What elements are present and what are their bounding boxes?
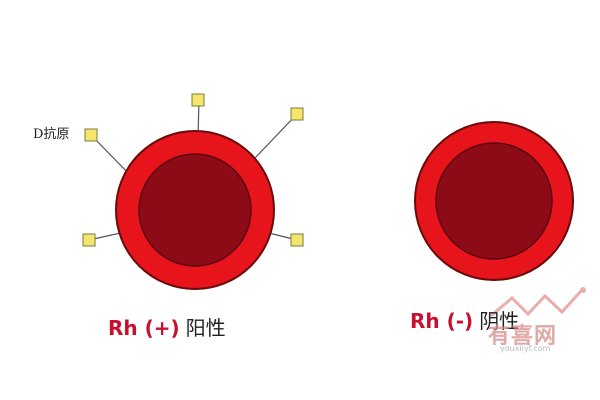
d-antigen bbox=[290, 107, 304, 121]
watermark-url: youxiiyf.com bbox=[500, 344, 551, 353]
d-antigen bbox=[84, 128, 98, 142]
d-antigen bbox=[191, 93, 205, 107]
rh-negative-label: Rh (-)阴性 bbox=[410, 305, 519, 334]
d-antigen bbox=[82, 233, 96, 247]
rh-negative-cell bbox=[414, 121, 574, 281]
watermark-logo bbox=[490, 287, 586, 317]
cell-inner-core bbox=[435, 142, 553, 260]
watermark-text: 有喜网 bbox=[488, 323, 558, 349]
rh-negative-symbol: Rh (-) bbox=[410, 309, 474, 333]
rh-positive-symbol: Rh (+) bbox=[108, 316, 180, 340]
rh-positive-label: Rh (+)阳性 bbox=[108, 312, 226, 341]
d-antigen bbox=[290, 233, 304, 247]
rh-negative-type: 阴性 bbox=[479, 309, 520, 333]
rh-positive-cell bbox=[82, 93, 304, 290]
antigen-stalk bbox=[254, 113, 298, 159]
cell-inner-core bbox=[138, 153, 252, 267]
d-antigen-label: D抗原 bbox=[33, 127, 70, 142]
rh-positive-type: 阳性 bbox=[185, 316, 226, 340]
d-antigens bbox=[82, 93, 304, 247]
